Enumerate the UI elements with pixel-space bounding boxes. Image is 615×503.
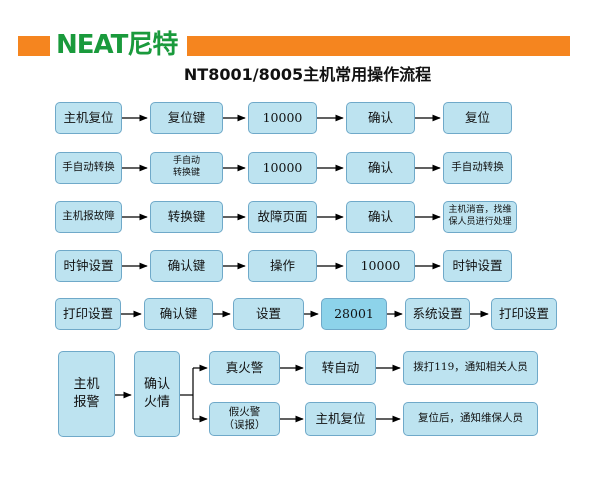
false-alarm-box: 假火警 （误报） (209, 402, 280, 436)
step-r3-5: 主机消音，找维 保人员进行处理 (443, 201, 517, 233)
step-r4-4: 10000 (346, 250, 415, 282)
auto-mode-box: 转自动 (305, 351, 376, 385)
step-r1-1: 主机复位 (55, 102, 122, 134)
step-r5-2: 确认键 (144, 298, 213, 330)
step-r1-5: 复位 (443, 102, 512, 134)
step-r3-2: 转换键 (150, 201, 223, 233)
logo: NEAT尼特 (56, 30, 178, 60)
step-r1-2: 复位键 (150, 102, 223, 134)
step-r4-3: 操作 (248, 250, 317, 282)
step-r2-3: 10000 (248, 152, 317, 184)
step-r1-4: 确认 (346, 102, 415, 134)
alarm-confirm-box: 确认 火情 (134, 351, 180, 437)
alarm-start-box: 主机 报警 (58, 351, 115, 437)
step-r1-3: 10000 (248, 102, 317, 134)
step-r2-2: 手自动 转换键 (150, 152, 223, 184)
real-alarm-box: 真火警 (209, 351, 280, 385)
step-r5-3: 设置 (233, 298, 304, 330)
step-r5-1: 打印设置 (55, 298, 121, 330)
step-r2-4: 确认 (346, 152, 415, 184)
step-r5-6: 打印设置 (491, 298, 557, 330)
host-reset-box: 主机复位 (305, 402, 376, 436)
step-r5-4: 28001 (321, 298, 387, 330)
page-title: NT8001/8005主机常用操作流程 (183, 65, 432, 84)
logo-bar-left (18, 36, 50, 56)
real-alarm-result-box: 拨打119，通知相关人员 (403, 351, 538, 385)
step-r3-4: 确认 (346, 201, 415, 233)
step-r4-1: 时钟设置 (55, 250, 122, 282)
step-r4-5: 时钟设置 (443, 250, 512, 282)
step-r2-1: 手自动转换 (55, 152, 122, 184)
step-r4-2: 确认键 (150, 250, 223, 282)
step-r3-1: 主机报故障 (55, 201, 122, 233)
step-r5-5: 系统设置 (405, 298, 470, 330)
step-r2-5: 手自动转换 (443, 152, 512, 184)
false-alarm-result-box: 复位后，通知维保人员 (403, 402, 538, 436)
logo-bar-right (187, 36, 570, 56)
step-r3-3: 故障页面 (248, 201, 317, 233)
